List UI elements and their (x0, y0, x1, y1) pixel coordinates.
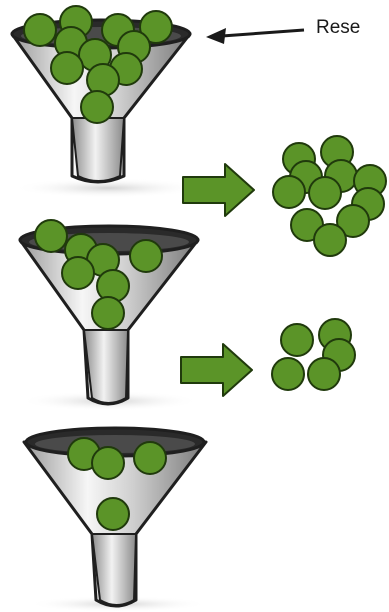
funnel-1 (12, 6, 203, 198)
ball-icon (308, 358, 340, 390)
funnel-2 (20, 220, 200, 411)
ball-icon (314, 224, 346, 256)
ball-icon (51, 52, 83, 84)
output-ball-group-2 (272, 319, 355, 390)
ball-icon (273, 176, 305, 208)
ball-icon (62, 257, 94, 289)
right-arrow-icon (181, 344, 252, 396)
ball-icon (35, 220, 67, 252)
left-pointer-arrow-icon (206, 28, 304, 44)
funnel-3 (24, 428, 208, 612)
ball-icon (130, 240, 162, 272)
ball-icon (92, 447, 124, 479)
right-arrow-icon (183, 164, 254, 216)
output-ball-group-1 (273, 136, 386, 256)
ball-icon (24, 14, 56, 46)
ball-icon (92, 297, 124, 329)
ball-icon (281, 324, 313, 356)
reservoir-label: Rese (316, 17, 360, 38)
ball-icon (309, 177, 341, 209)
ball-icon (81, 91, 113, 123)
ball-icon (97, 498, 129, 530)
ball-icon (134, 442, 166, 474)
ball-icon (272, 358, 304, 390)
